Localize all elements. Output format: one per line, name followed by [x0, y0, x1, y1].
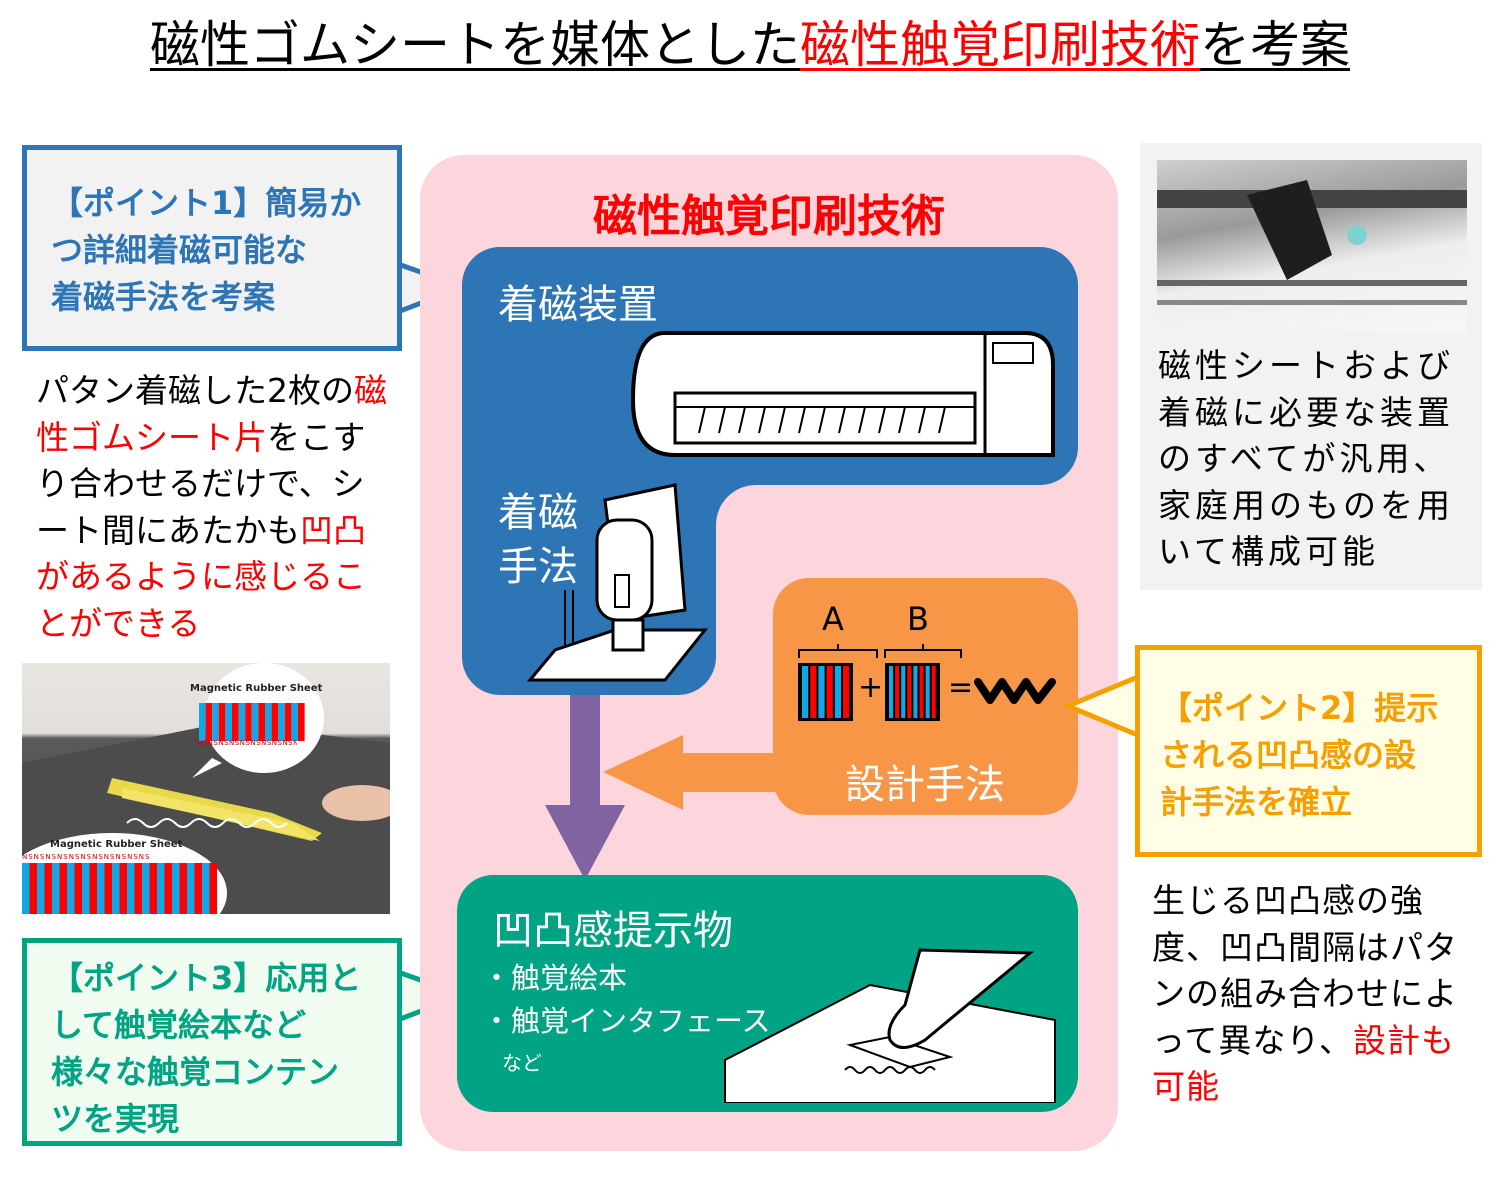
- magnet-stripe: [179, 863, 187, 914]
- magnet-stripe: [74, 863, 82, 914]
- magnet-stripe: [218, 703, 226, 741]
- magnet-stripe: [82, 863, 90, 914]
- magnet-stripe: [134, 863, 142, 914]
- rubber-sheet-photo: Magnetic Rubber Sheet Magnetic Rubber Sh…: [22, 663, 390, 914]
- device-description: 磁性シートおよび着磁に必要な装置のすべてが汎用、家庭用のものを用いて構成可能: [1158, 346, 1454, 571]
- point3-callout: 【ポイント3】応用と して触覚絵本など 様々な触覚コンテン ツを実現: [22, 938, 402, 1146]
- magnet-stripe: [127, 863, 135, 914]
- magnet-stripe: [212, 703, 219, 741]
- magnet-stripe: [265, 703, 272, 741]
- magnet-stripe: [271, 703, 279, 741]
- magnet-stripe: [37, 863, 45, 914]
- magnet-stripe: [245, 703, 252, 741]
- magnetizing-head-icon: [526, 483, 709, 682]
- design-description: 生じる凹凸感の強度、凹凸間隔はパタンの組み合わせによって異なり、設計も可能: [1152, 881, 1458, 1106]
- equals-sign: =: [948, 670, 974, 705]
- magnet-stripe: [149, 863, 157, 914]
- magnet-stripe: [22, 863, 30, 914]
- magnet-stripe: [89, 863, 97, 914]
- magnet-stripe: [29, 863, 37, 914]
- magnet-stripe: [205, 703, 213, 741]
- magnet-stripe: [238, 703, 246, 741]
- sheet-label-top: Magnetic Rubber Sheet: [190, 683, 323, 694]
- output-title: 凹凸感提示物: [493, 908, 733, 954]
- label-a: A: [822, 600, 844, 638]
- point2-callout: 【ポイント2】提示 される凹凸感の設 計手法を確立: [1135, 645, 1482, 857]
- magnet-stripe: [251, 703, 259, 741]
- output-etc: など: [502, 1051, 542, 1075]
- method-label-2: 手法: [498, 544, 578, 590]
- magnet-stripe: [278, 703, 285, 741]
- arrow-left-icon: [603, 735, 778, 810]
- magnet-stripe: [112, 863, 120, 914]
- magnet-stripe: [52, 863, 60, 914]
- label-b: B: [907, 600, 929, 638]
- left-description: パタン着磁した2枚の磁性ゴムシート片をこすり合わせるだけで、シート間にあたかも凹…: [36, 371, 387, 643]
- magnet-stripe: [843, 666, 850, 718]
- magnet-stripe: [298, 703, 305, 741]
- method-label-1: 着磁: [498, 490, 578, 536]
- magnet-stripe: [931, 666, 936, 718]
- magnet-stripe: [258, 703, 265, 741]
- page-title: 磁性ゴムシートを媒体とした磁性触覚印刷技術を考案: [150, 16, 1350, 74]
- finger-touch-icon: [724, 948, 1056, 1103]
- plotter-photo: [1157, 160, 1467, 333]
- plus-sign: +: [858, 670, 884, 705]
- magnet-stripe: [907, 666, 912, 718]
- magnet-stripe: [67, 863, 75, 914]
- magnet-stripe: [291, 703, 298, 741]
- magnet-stripe: [232, 703, 239, 741]
- magnet-stripe: [919, 666, 924, 718]
- pattern-combination: [798, 644, 1056, 721]
- poles-bottom: NSNSNSNSNSNSNSNSNSNSNS: [22, 853, 151, 861]
- magnet-stripe: [826, 666, 833, 718]
- magnet-stripe: [925, 666, 930, 718]
- design-method-label: 設計手法: [845, 762, 1005, 808]
- title-highlight: 磁性触覚印刷技術: [800, 16, 1200, 74]
- magnet-stripe: [44, 863, 52, 914]
- output-item: ・触覚絵本: [482, 961, 628, 995]
- callout-pointer: [1062, 672, 1142, 740]
- magnet-stripe: [119, 863, 127, 914]
- magnet-stripe: [810, 666, 817, 718]
- sheet-label-bottom: Magnetic Rubber Sheet: [50, 839, 183, 850]
- magnet-stripe: [209, 863, 217, 914]
- output-item: ・触覚インタフェース: [482, 1004, 771, 1038]
- magnet-stripe: [284, 703, 292, 741]
- magnet-stripe: [187, 863, 195, 914]
- magnet-stripe: [225, 703, 232, 741]
- magnet-stripe: [194, 863, 202, 914]
- magnet-stripe: [142, 863, 150, 914]
- magnet-stripe: [104, 863, 112, 914]
- arrow-down-icon: [545, 695, 625, 880]
- magnet-stripe: [202, 863, 210, 914]
- poles-top: NSNSNSNSNSNSNSNSNSNSNS: [197, 739, 297, 747]
- cutting-plotter-icon: [630, 331, 1055, 457]
- magnet-stripe: [895, 666, 900, 718]
- magnet-stripe: [834, 666, 841, 718]
- magnet-stripe: [901, 666, 906, 718]
- magnet-stripe: [97, 863, 105, 914]
- magnet-stripe: [164, 863, 172, 914]
- device-label: 着磁装置: [498, 282, 658, 328]
- magnet-stripe: [818, 666, 825, 718]
- magnet-stripe: [913, 666, 918, 718]
- magnet-stripe: [172, 863, 180, 914]
- point1-callout: 【ポイント1】簡易か つ詳細着磁可能な 着磁手法を考案: [22, 145, 402, 351]
- panel-title: 磁性触覚印刷技術: [593, 191, 945, 242]
- magnet-stripe: [157, 863, 165, 914]
- magnet-stripe: [802, 666, 809, 718]
- magnet-stripe: [59, 863, 67, 914]
- magnet-stripe: [889, 666, 894, 718]
- magnet-stripe: [199, 703, 206, 741]
